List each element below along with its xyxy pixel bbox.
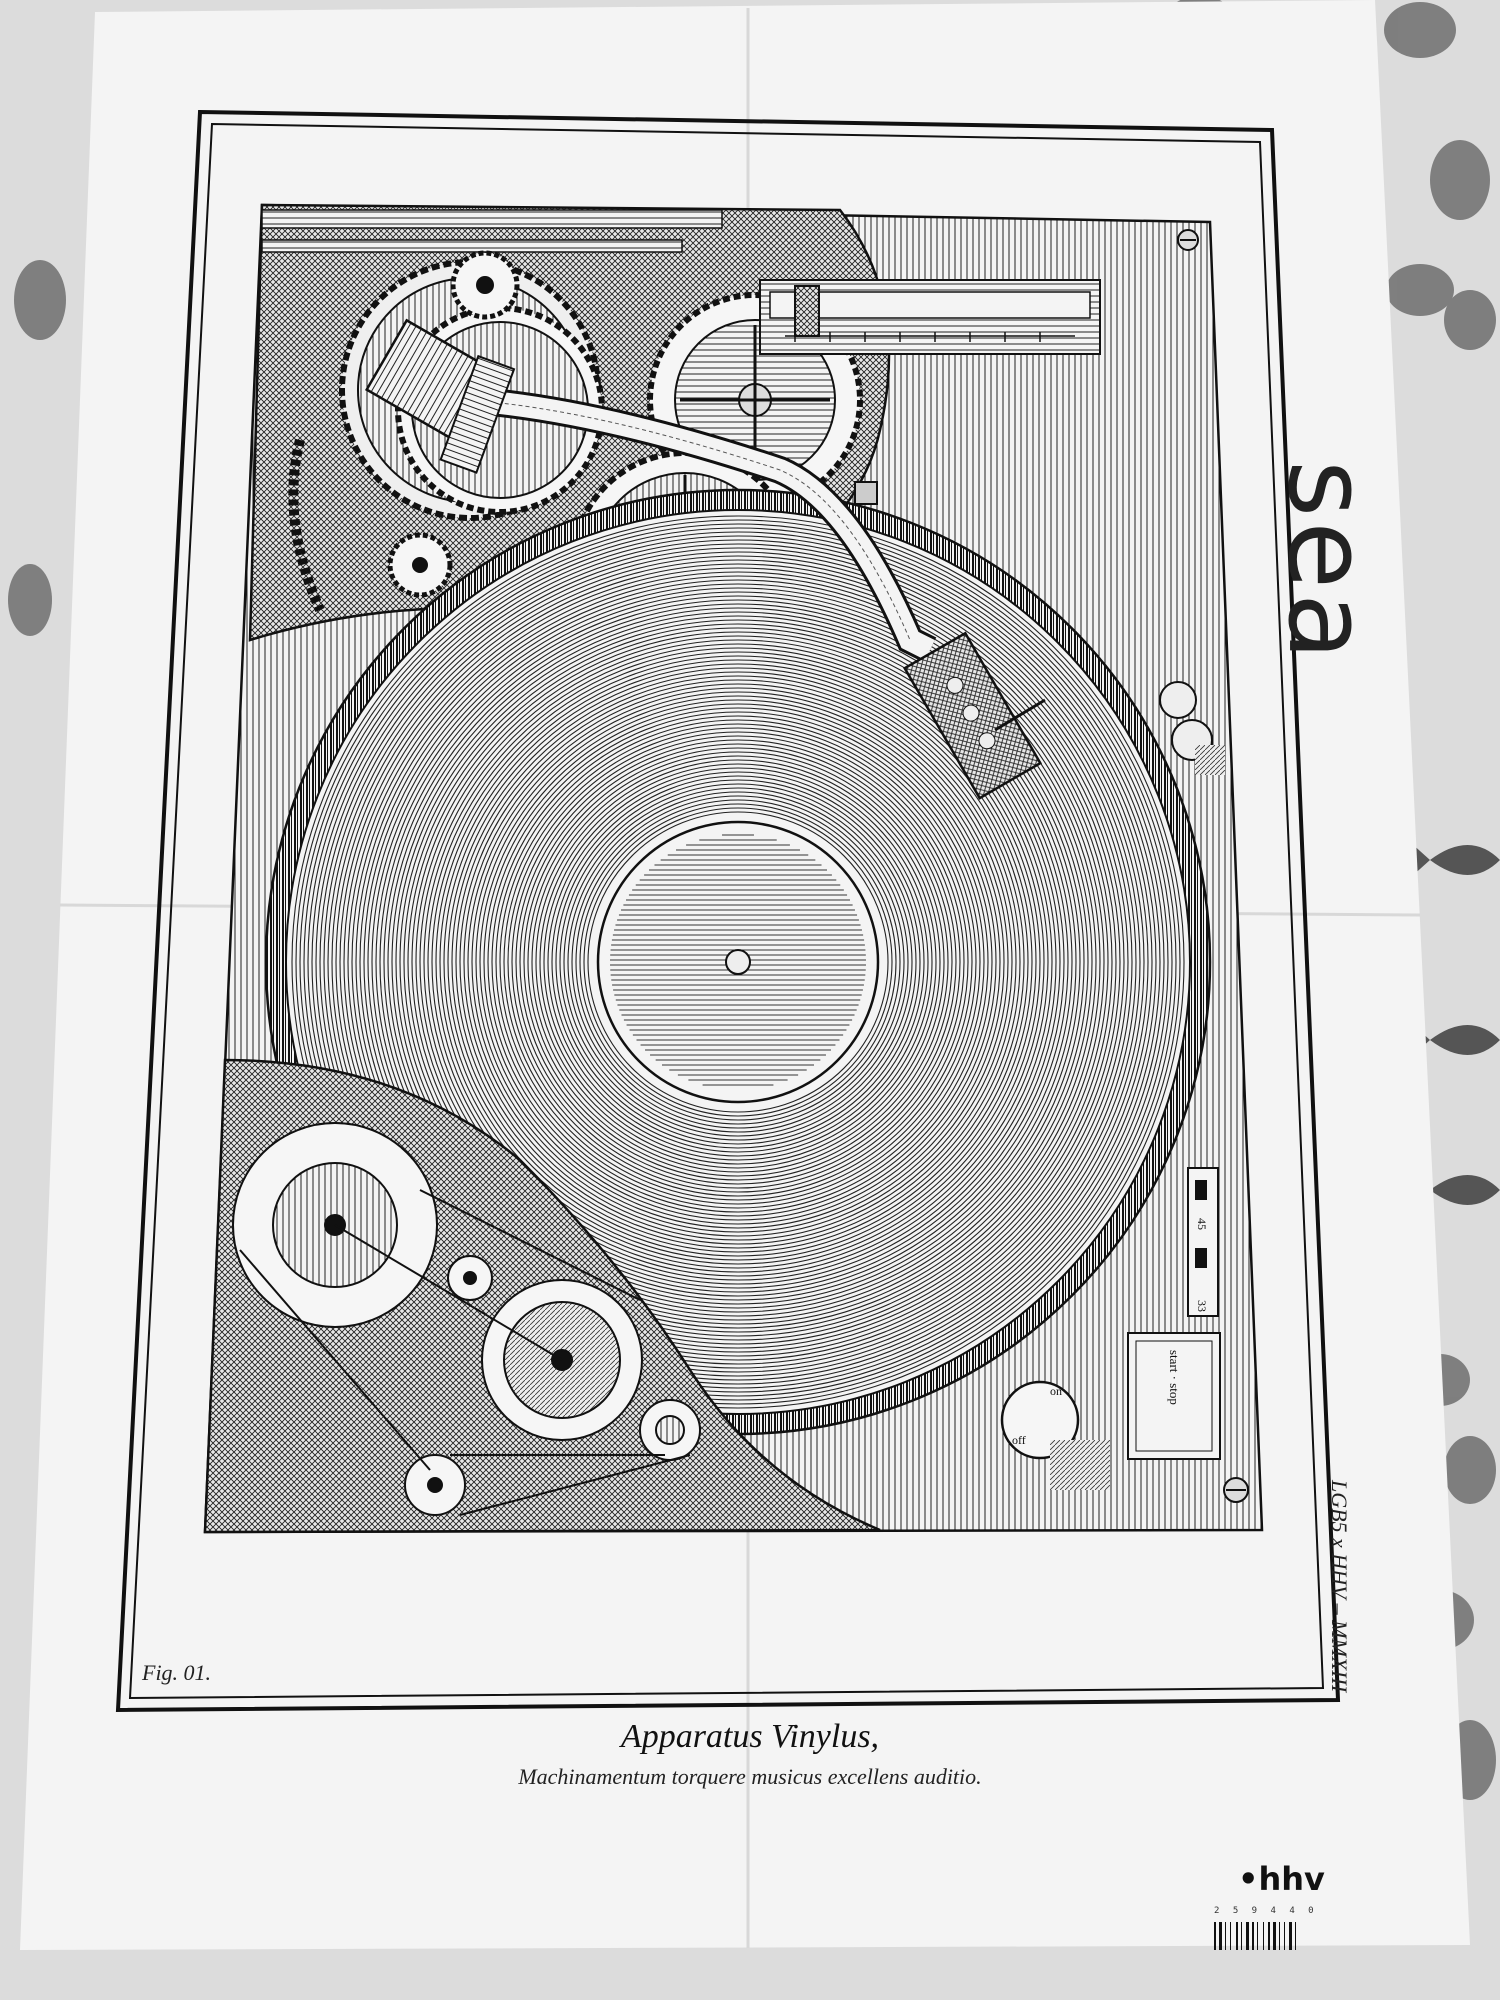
power-knob: on off <box>1000 1380 1110 1490</box>
inner-frame <box>128 122 1325 1700</box>
poster-title: Apparatus Vinylus, <box>620 1718 880 1755</box>
side-credit: LGB5 x HHV – MMXIII <box>1327 1480 1352 1693</box>
cloth-fish <box>1410 842 1500 1208</box>
spindle <box>725 949 751 975</box>
poster-subtitle: Machinamentum torquere musicus excellens… <box>518 1764 982 1789</box>
outer-frame <box>115 109 1341 1713</box>
screws <box>854 229 1249 1503</box>
knob-off-label: off <box>1012 1433 1026 1447</box>
tonearm <box>364 318 1046 800</box>
speed-45-label: 45 <box>1195 1218 1209 1230</box>
arm-lift <box>1159 681 1225 775</box>
top-rail <box>261 209 723 229</box>
figure-label: Fig. 01. <box>142 1660 212 1685</box>
speed-selector: 33 45 <box>1187 1167 1219 1317</box>
speed-33-label: 33 <box>1195 1300 1209 1312</box>
knob-on-label: on <box>1050 1384 1062 1398</box>
pitch-slider <box>759 279 1101 355</box>
record-grooves <box>291 515 1185 1409</box>
start-stop-button: start · stop <box>1127 1332 1221 1460</box>
brand-logo: •hhv <box>1238 1860 1325 1898</box>
drive-belts <box>239 1189 691 1516</box>
cloth-word: sea <box>1264 460 1392 665</box>
start-stop-label: start · stop <box>1167 1350 1182 1405</box>
barcode <box>1214 1922 1296 1950</box>
barcode-digits: 2 5 9 4 4 0 <box>1214 1906 1318 1916</box>
